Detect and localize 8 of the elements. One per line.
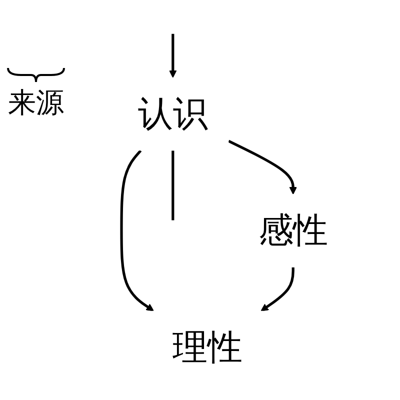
brace-label: 来源 [8, 85, 64, 121]
arrow [260, 267, 294, 312]
node-text: 理性 [172, 327, 242, 368]
node-text: 感性 [258, 210, 328, 251]
arrow [169, 34, 177, 78]
arrow [120, 150, 154, 312]
arrow [228, 140, 297, 194]
node-text: 认识 [138, 94, 208, 134]
